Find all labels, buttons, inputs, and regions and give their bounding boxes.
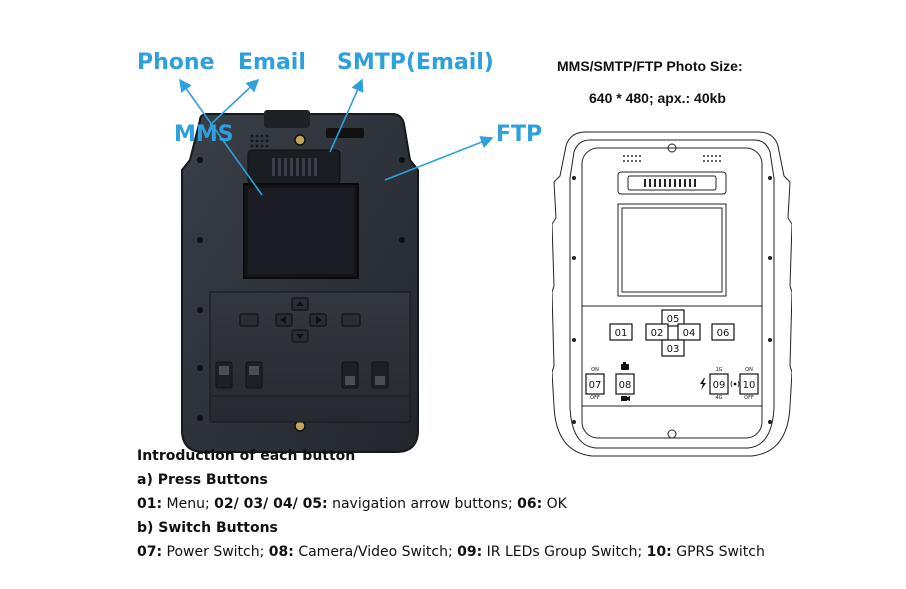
- switch-07-label: 07: [589, 380, 602, 391]
- video-icon: [621, 396, 630, 401]
- switch-buttons-heading: b) Switch Buttons: [137, 520, 278, 536]
- press-buttons-description: 01: Menu; 02/ 03/ 04/ 05: navigation arr…: [137, 496, 567, 512]
- ir-bolt-icon: [700, 378, 706, 390]
- btn-01-label: 01: [615, 328, 628, 339]
- switch-10-label: 10: [743, 380, 756, 391]
- card-slot: [326, 128, 364, 138]
- speaker-grille: [250, 134, 269, 148]
- btn-02-label: 02: [651, 328, 664, 339]
- switch-09-bottom: 4G: [715, 395, 722, 401]
- switch-09-top: 1G: [715, 367, 722, 373]
- spec-resolution: 640 * 480; apx.: 40kb: [589, 90, 726, 106]
- screw: [294, 134, 306, 146]
- switch-07-on: ON: [591, 367, 599, 373]
- switch-08-label: 08: [619, 380, 632, 391]
- arrow-phone: [179, 78, 263, 196]
- callout-mms: MMS: [174, 122, 234, 147]
- btn-04-label: 04: [683, 328, 696, 339]
- btn-06-label: 06: [717, 328, 730, 339]
- camera-icon: [621, 362, 629, 370]
- switch-10-off: OFF: [744, 395, 754, 401]
- btn-05-label: 05: [667, 314, 680, 325]
- top-latch: [264, 110, 310, 128]
- device-line-diagram: 01 02 03 04 05 06 07 08 09 10 ON OFF 1G …: [552, 131, 792, 457]
- callout-email: Email: [238, 50, 306, 75]
- arrow-smtp: [329, 78, 364, 153]
- callout-smtp: SMTP(Email): [337, 50, 494, 75]
- btn-03-label: 03: [667, 344, 680, 355]
- callout-phone: Phone: [137, 50, 215, 75]
- signal-icon: [730, 380, 740, 388]
- switch-buttons-description: 07: Power Switch; 08: Camera/Video Switc…: [137, 544, 765, 560]
- spec-photo-size: MMS/SMTP/FTP Photo Size:: [557, 58, 743, 74]
- switch-07-off: OFF: [590, 395, 600, 401]
- callout-ftp: FTP: [496, 122, 543, 147]
- arrow-ftp: [384, 136, 494, 181]
- press-buttons-heading: a) Press Buttons: [137, 472, 268, 488]
- arrow-email: [209, 78, 260, 126]
- intro-title: Introduction of each button: [137, 448, 356, 464]
- switch-10-on: ON: [745, 367, 753, 373]
- switch-09-label: 09: [713, 380, 726, 391]
- device-photo: [181, 110, 419, 453]
